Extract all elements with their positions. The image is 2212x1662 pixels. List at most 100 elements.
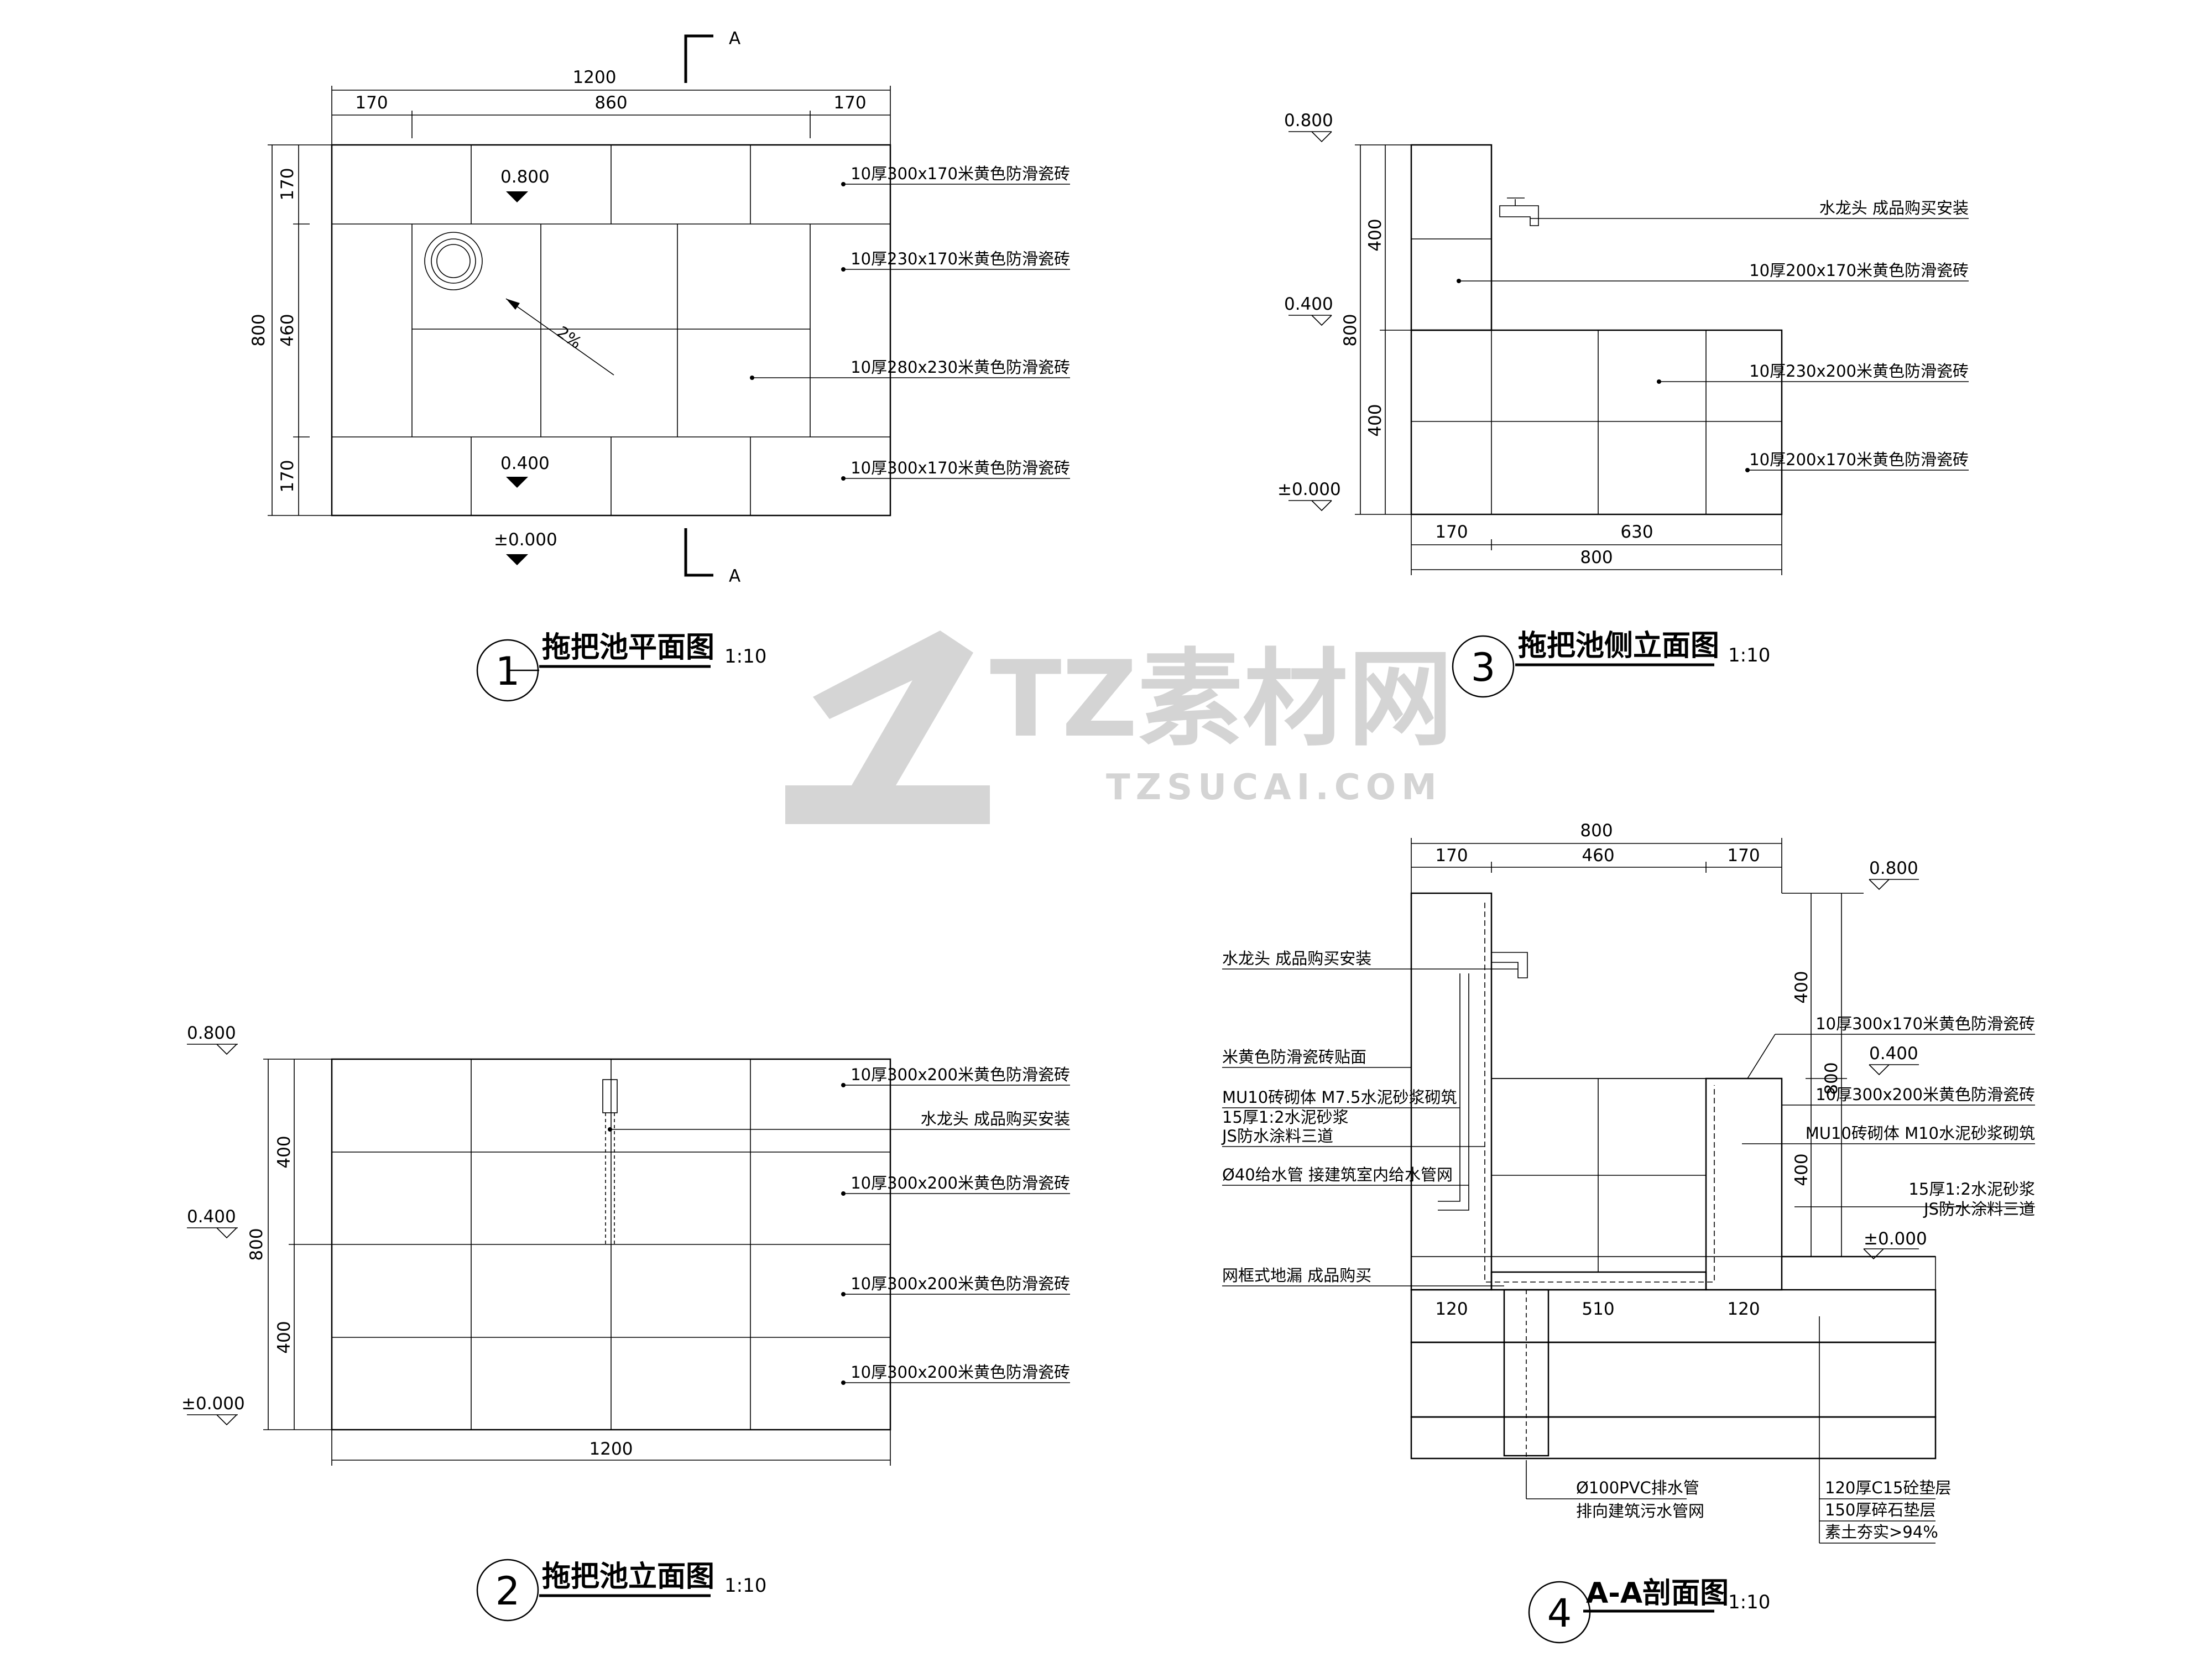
- section-dim-h2: 400: [1792, 1153, 1812, 1186]
- section-right-note: 15厚1:2水泥砂浆: [1908, 1180, 2035, 1199]
- section-bottom-note: 150厚碎石垫层: [1825, 1501, 1936, 1519]
- elevation-elev-top: 0.800: [187, 1023, 236, 1043]
- elevation-dim-h2: 400: [274, 1321, 294, 1353]
- side-note: 10厚200x170米黄色防滑瓷砖: [1749, 261, 1969, 280]
- side-note: 10厚230x200米黄色防滑瓷砖: [1749, 362, 1969, 381]
- elevation-scale: 1:10: [724, 1575, 766, 1597]
- side-dim-w1: 170: [1435, 522, 1468, 542]
- section-dim-b2: 510: [1582, 1299, 1614, 1319]
- side-elev-mid: 0.400: [1284, 294, 1333, 314]
- section-right-note: JS防水涂料三道: [1923, 1200, 2035, 1218]
- plan-dim-total-h: 800: [249, 314, 269, 346]
- plan-dim-w3: 170: [833, 93, 866, 113]
- watermark-logo: [785, 631, 990, 824]
- elevation-marker-icon: [506, 191, 528, 202]
- side-dimensions: [1355, 144, 1782, 575]
- side-dim-total-h: 800: [1340, 314, 1360, 346]
- section-left-note: 水龙头 成品购买安装: [1222, 949, 1371, 968]
- side-view: 0.800 0.400 ±0.000 400 400 800 170 630 8…: [1277, 111, 1969, 698]
- plan-note: 10厚280x230米黄色防滑瓷砖: [851, 358, 1070, 377]
- side-dim-h2: 400: [1365, 404, 1385, 436]
- elevation-marker-icon: [506, 477, 528, 488]
- view-index-circle: [1452, 635, 1515, 698]
- section-dim-b1: 120: [1435, 1299, 1468, 1319]
- section-dim-b3: 120: [1727, 1299, 1760, 1319]
- side-dim-total-w: 800: [1580, 548, 1613, 567]
- plan-dim-total-w: 1200: [573, 67, 617, 87]
- section-title: A-A剖面图: [1586, 1577, 1729, 1610]
- section-left-note: JS防水涂料三道: [1221, 1127, 1333, 1145]
- section-left-note: 网框式地漏 成品购买: [1222, 1266, 1371, 1285]
- plan-dim-h1: 170: [278, 168, 298, 200]
- section-left-note: MU10砖砌体 M7.5水泥砂浆砌筑: [1222, 1088, 1457, 1107]
- plan-slope: 2%: [554, 322, 585, 352]
- elevation-note: 10厚300x200米黄色防滑瓷砖: [851, 1274, 1070, 1293]
- faucet-icon: [1491, 952, 1528, 978]
- side-elev-top: 0.800: [1284, 111, 1333, 131]
- elevation-dimensions: [263, 1059, 891, 1466]
- section-bottom-note: 排向建筑污水管网: [1576, 1502, 1704, 1520]
- plan-dim-h2: 460: [278, 314, 298, 346]
- section-right-note: 10厚300x200米黄色防滑瓷砖: [1815, 1085, 2035, 1104]
- elevation-marker-icon: [187, 1227, 238, 1239]
- section-dim-total-h: 800: [1822, 1062, 1841, 1095]
- elevation-note: 10厚300x200米黄色防滑瓷砖: [851, 1174, 1070, 1192]
- section-elev-mid: 0.400: [1869, 1044, 1918, 1064]
- section-index: 4: [1547, 1591, 1572, 1636]
- section-left-note: 15厚1:2水泥砂浆: [1222, 1108, 1349, 1127]
- watermark: TZ素材网 TZSUCAI.COM: [785, 631, 1453, 824]
- elevation-marker-icon: [1288, 131, 1332, 143]
- elevation-marker-icon: [506, 554, 528, 565]
- section-right-wall: [1705, 1077, 1783, 1291]
- section-left-note: Ø40给水管 接建筑室内给水管网: [1222, 1165, 1453, 1184]
- side-back-wall: [1410, 144, 1493, 331]
- elevation-marker-icon: [1863, 1248, 1919, 1260]
- section-bottom-note: Ø100PVC排水管: [1576, 1478, 1699, 1497]
- elevation-marker-icon: [187, 1044, 238, 1055]
- plan-dimensions: [268, 86, 891, 516]
- side-scale: 1:10: [1728, 644, 1770, 666]
- side-index: 3: [1471, 645, 1496, 690]
- section-view: 800 170 460 170 120 510 120 400 400 800 …: [1221, 821, 2035, 1644]
- plan-note: 10厚300x170米黄色防滑瓷砖: [851, 164, 1070, 183]
- elevation-marker-icon: [1869, 879, 1919, 890]
- supply-pipe: [1438, 973, 1469, 1211]
- plan-scale: 1:10: [724, 645, 766, 668]
- floor-drain-icon: [424, 232, 483, 290]
- plan-elev-top: 0.800: [500, 167, 550, 187]
- plan-index: 1: [495, 649, 520, 694]
- side-title: 拖把池侧立面图: [1518, 629, 1719, 663]
- plan-note: 10厚300x170米黄色防滑瓷砖: [851, 459, 1070, 477]
- section-dim-w1: 170: [1435, 846, 1468, 866]
- faucet-icon: [602, 1079, 618, 1113]
- faucet-icon: [1499, 205, 1539, 226]
- plan-view: 2% 0.800 0.400 ±0.000 1200 170 860 170 8…: [249, 67, 1070, 702]
- elevation-elev-zero: ±0.000: [181, 1394, 245, 1414]
- section-bottom-note: 120厚C15砼垫层: [1825, 1478, 1952, 1497]
- plan-dim-w2: 860: [594, 93, 627, 113]
- elevation-dim-h1: 400: [274, 1135, 294, 1168]
- section-dim-total-w: 800: [1580, 821, 1613, 841]
- section-dim-w2: 460: [1582, 846, 1614, 866]
- elevation-dim-total-w: 1200: [589, 1439, 633, 1459]
- watermark-brand: TZ素材网: [990, 638, 1453, 760]
- section-elev-zero: ±0.000: [1864, 1229, 1927, 1249]
- section-scale: 1:10: [1728, 1591, 1770, 1613]
- plan-dim-h3: 170: [278, 460, 298, 492]
- section-mark-top: A: [729, 29, 740, 49]
- elevation-title: 拖把池立面图: [542, 1560, 714, 1593]
- plan-title: 拖把池平面图: [542, 631, 714, 664]
- elevation-index: 2: [495, 1569, 520, 1614]
- section-cut-marks: A A: [684, 29, 740, 586]
- side-elev-zero: ±0.000: [1277, 480, 1341, 499]
- elevation-elev-mid: 0.400: [187, 1207, 236, 1227]
- elevation-marker-icon: [1288, 315, 1332, 326]
- section-soil-layer: [1410, 1416, 1937, 1460]
- section-right-note: MU10砖砌体 M10水泥砂浆砌筑: [1806, 1124, 2035, 1143]
- elevation-view: 0.800 0.400 ±0.000 400 400 800 1200: [181, 1023, 1070, 1622]
- elevation-note: 10厚300x200米黄色防滑瓷砖: [851, 1065, 1070, 1084]
- plan-elev-zero: ±0.000: [494, 530, 557, 550]
- plan-dim-w1: 170: [355, 93, 388, 113]
